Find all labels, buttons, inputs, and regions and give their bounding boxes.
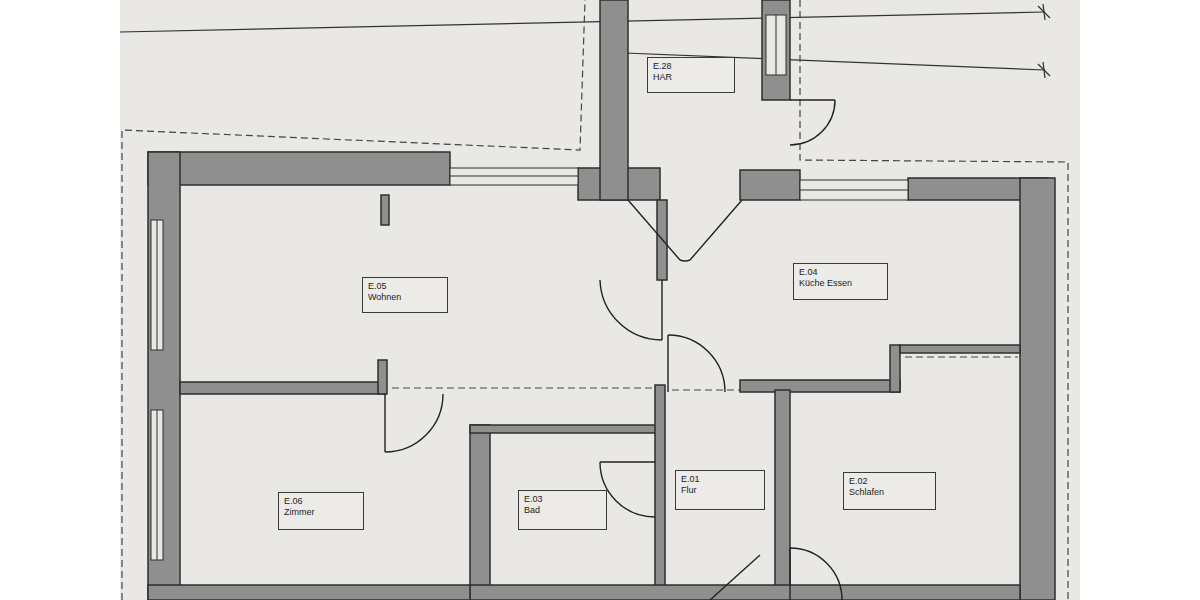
windows xyxy=(151,15,908,560)
room-label: E.06Zimmer xyxy=(278,492,364,530)
room-name: Küche Essen xyxy=(799,278,882,289)
room-label: E.04Küche Essen xyxy=(793,263,888,300)
room-number: E.02 xyxy=(849,476,930,487)
room-label: E.02Schlafen xyxy=(843,472,936,510)
room-name: Schlafen xyxy=(849,487,930,498)
room-name: Flur xyxy=(681,485,759,496)
room-name: Zimmer xyxy=(284,507,358,518)
room-number: E.03 xyxy=(524,494,601,505)
room-label: E.03Bad xyxy=(518,490,607,530)
room-number: E.05 xyxy=(368,281,442,292)
room-number: E.06 xyxy=(284,496,358,507)
room-label: E.05Wohnen xyxy=(362,277,448,313)
room-name: HAR xyxy=(653,72,729,83)
room-name: Bad xyxy=(524,505,601,516)
door-swings xyxy=(385,100,842,600)
room-number: E.28 xyxy=(653,61,729,72)
room-label: E.01Flur xyxy=(675,470,765,510)
room-number: E.01 xyxy=(681,474,759,485)
room-name: Wohnen xyxy=(368,292,442,303)
room-number: E.04 xyxy=(799,267,882,278)
boundary-lines xyxy=(120,4,1050,78)
room-label: E.28HAR xyxy=(647,57,735,93)
dashed-outline xyxy=(122,0,1068,600)
walls xyxy=(148,0,1055,600)
paper xyxy=(120,0,1080,600)
